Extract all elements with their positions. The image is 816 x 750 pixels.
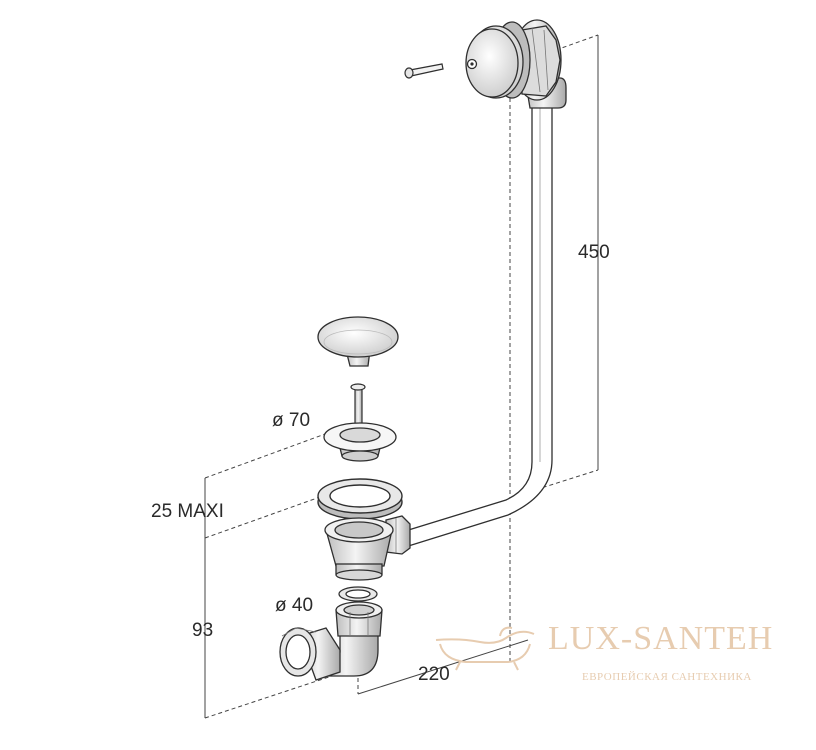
waste-body <box>324 515 411 581</box>
dim-450-top-extension <box>555 34 599 51</box>
dim-25-bottom-extension <box>204 496 321 539</box>
dimension-label-outlet-diameter: ø 40 <box>275 595 314 616</box>
dimension-label-450: 450 <box>578 242 610 263</box>
waste-strainer <box>323 422 397 462</box>
dimension-label-220: 220 <box>418 664 450 685</box>
outlet-washer <box>338 586 378 602</box>
dimension-label-plug-diameter: ø 70 <box>272 410 311 431</box>
overflow-screw <box>404 63 444 79</box>
dimension-label-93: 93 <box>192 620 214 641</box>
trap <box>279 601 383 681</box>
dimension-label-25-maxi: 25 MAXI <box>151 501 224 522</box>
watermark-brand: LUX-SANTEH <box>548 620 774 657</box>
dim-220-line <box>357 639 529 695</box>
plug-cap <box>317 316 399 367</box>
dim-25-top-extension <box>204 429 337 479</box>
overflow-head <box>465 19 562 101</box>
bathtub-logo-icon <box>435 626 535 671</box>
dim-93-bottom-extension <box>204 669 351 719</box>
dimension-lines <box>204 34 599 719</box>
watermark-tagline: ЕВРОПЕЙСКАЯ САНТЕХНИКА <box>582 671 752 683</box>
overflow-pipe <box>401 77 567 549</box>
waste-flange <box>317 478 403 520</box>
